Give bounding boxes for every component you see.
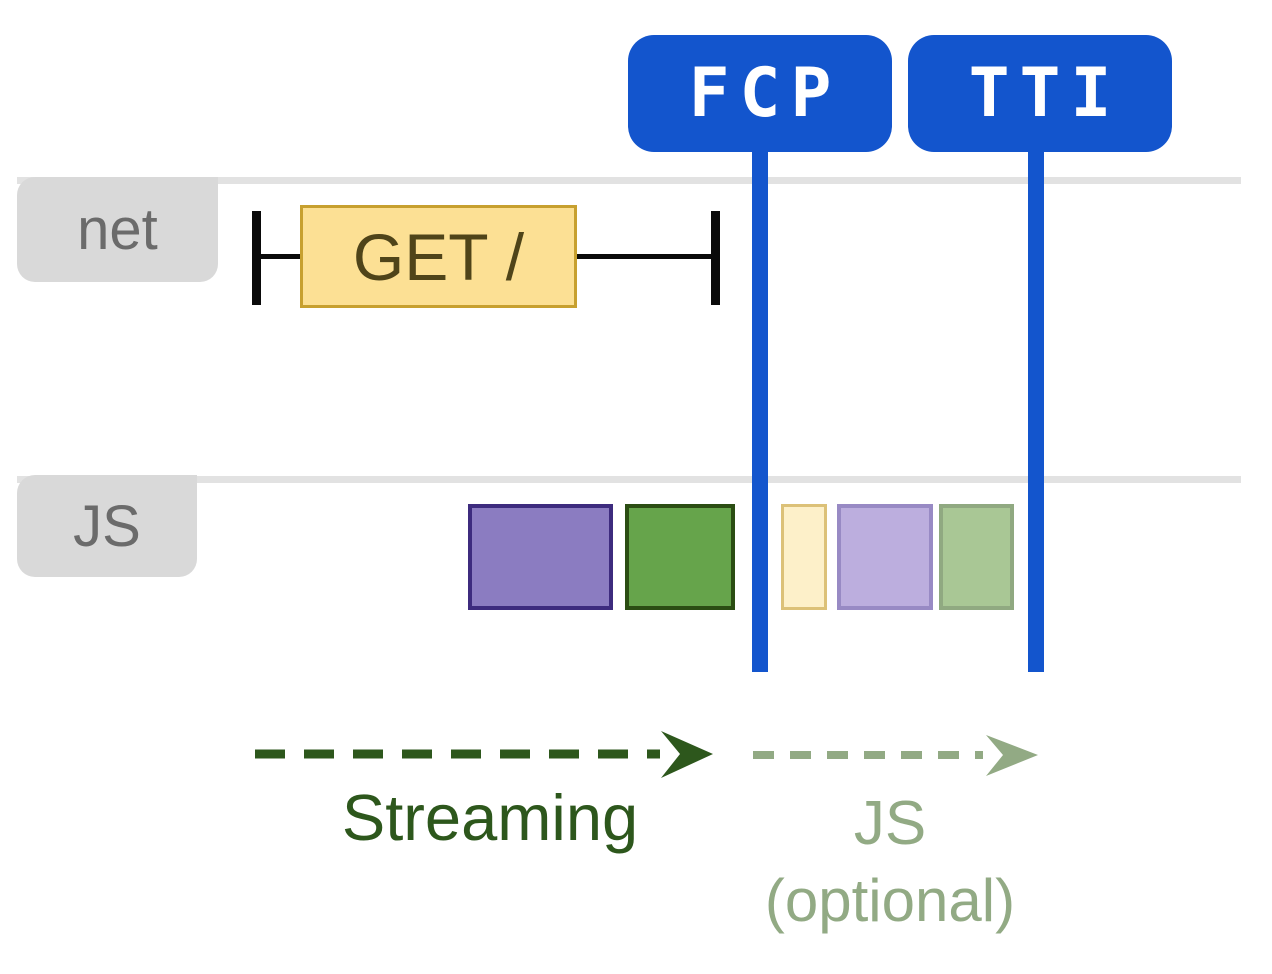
js-lane-label: JS	[73, 493, 141, 559]
tti-badge-label: TTI	[968, 54, 1122, 133]
get-request-label: GET /	[352, 219, 525, 294]
fcp-badge: FCP	[628, 35, 892, 152]
js-phase-label: JS	[853, 789, 927, 858]
js-lane-line	[17, 476, 1241, 483]
tti-marker-line	[1028, 150, 1044, 672]
fcp-marker-line	[752, 150, 768, 672]
net-lane-tab: net	[17, 177, 218, 282]
net-lane-line	[17, 177, 1241, 184]
js-lane-tab: JS	[17, 475, 197, 577]
streaming-arrowhead-icon	[661, 731, 713, 778]
js-task-light-green	[939, 504, 1014, 610]
request-span-end-tick	[711, 211, 720, 305]
js-arrowhead-icon	[986, 735, 1038, 776]
get-request-box: GET /	[300, 205, 577, 308]
js-task-light-purple	[837, 504, 933, 610]
streaming-phase-label: Streaming	[341, 781, 639, 854]
tti-badge: TTI	[908, 35, 1172, 152]
fcp-badge-label: FCP	[688, 54, 842, 133]
js-task-light-yellow	[781, 504, 827, 610]
js-phase-optional-label: (optional)	[764, 867, 1016, 934]
js-task-green	[625, 504, 735, 610]
phase-arrows	[255, 731, 1038, 778]
net-lane-label: net	[77, 197, 158, 262]
js-task-purple	[468, 504, 613, 610]
